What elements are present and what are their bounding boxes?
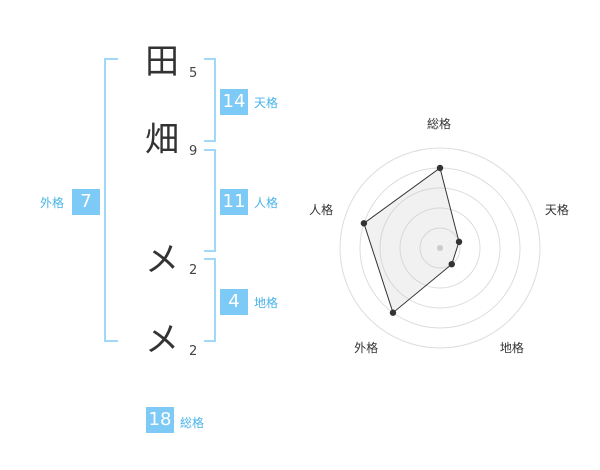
gaikaku-value: 7: [72, 189, 100, 215]
name-char-2: 畑: [145, 120, 179, 160]
jinkaku-value: 11: [220, 189, 248, 215]
radar-center-dot: [437, 245, 443, 251]
radar-point-1: [455, 238, 463, 246]
tenkaku-bracket: [204, 58, 216, 142]
radar-axis-label-soukaku: 総格: [427, 117, 452, 131]
name-char-4: メ: [145, 320, 179, 360]
stroke-count-1: 5: [189, 66, 198, 81]
radar-point-3: [389, 309, 397, 316]
radar-axis-label-jinkaku: 人格: [309, 202, 334, 217]
radar-ring-5: [339, 147, 541, 349]
name-char-3: メ: [145, 240, 179, 280]
tenkaku-label: 天格: [254, 96, 279, 110]
radar-axis-label-chikaku: 地格: [499, 341, 524, 356]
chikaku-bracket: [204, 258, 216, 342]
chikaku-value: 4: [220, 289, 248, 315]
radar-axis-label-tenkaku: 天格: [544, 202, 569, 217]
gaikaku-label: 外格: [40, 196, 65, 210]
stroke-count-3: 2: [189, 263, 198, 278]
jinkaku-bracket: [204, 149, 216, 252]
stroke-count-4: 2: [189, 344, 198, 359]
radar-axis-label-gaikaku: 外格: [354, 341, 379, 356]
chikaku-label: 地格: [254, 296, 279, 310]
radar-point-0: [436, 164, 444, 172]
radar-polygon-group: [360, 164, 463, 316]
tenkaku-value: 14: [220, 89, 248, 115]
jinkaku-label: 人格: [254, 196, 279, 210]
radar-ring-2: [399, 207, 481, 289]
name-char-1: 田: [145, 42, 179, 82]
radar-point-2: [448, 260, 455, 268]
radar-point-4: [360, 220, 368, 227]
radar-ring-3: [379, 187, 501, 309]
stroke-count-2: 9: [189, 144, 198, 159]
gaikaku-bracket: [104, 58, 118, 342]
soukaku-value: 18: [146, 407, 174, 433]
radar-rings: [339, 147, 541, 349]
radar-polygon: [363, 167, 460, 314]
radar-ring-1: [419, 227, 461, 269]
soukaku-label: 総格: [180, 416, 205, 430]
